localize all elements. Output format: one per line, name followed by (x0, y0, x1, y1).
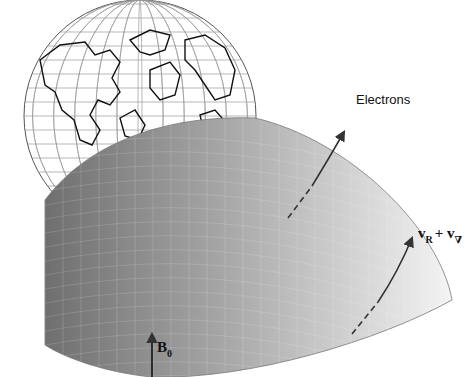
drift-shell (40, 100, 460, 377)
velocity-symbol: + v (435, 226, 455, 241)
velocity-symbol: v (418, 226, 426, 241)
field-subscript: 0 (167, 349, 172, 359)
drift-arrows (152, 132, 412, 377)
velocity-subscript: R (426, 235, 433, 245)
particle-label: Electrons (356, 93, 410, 106)
field-symbol: B (157, 340, 167, 355)
velocity-subscript: ∇ (455, 235, 463, 245)
